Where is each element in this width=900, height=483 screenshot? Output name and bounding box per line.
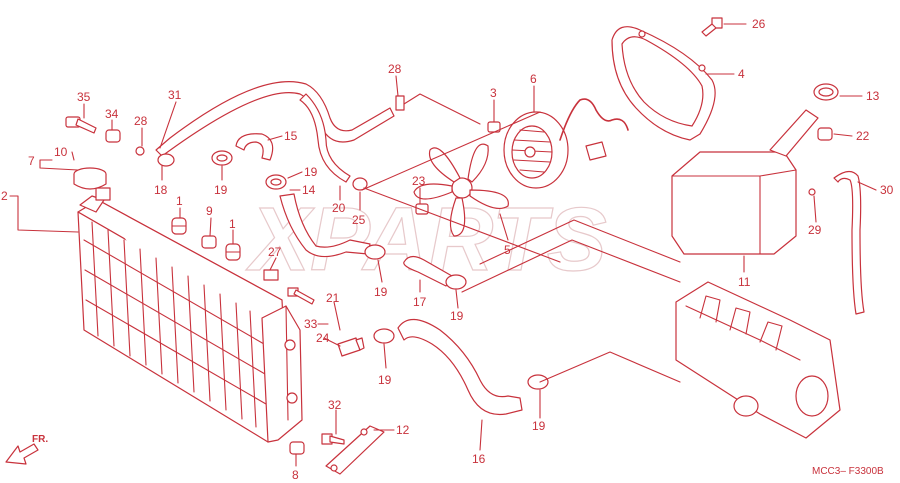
- callout-30: 30: [880, 183, 894, 197]
- reserve-tank-11: [671, 109, 819, 255]
- leader-lines: [9, 23, 877, 467]
- callout-27: 27: [268, 245, 282, 259]
- diagram-code: MCC3– F3300B: [812, 466, 884, 477]
- fan-5: [413, 143, 509, 237]
- callout-5: 5: [504, 243, 511, 257]
- callout-3: 3: [490, 86, 497, 100]
- callout-11: 11: [738, 275, 751, 289]
- washer-27: [263, 269, 279, 281]
- hose-clamp-19a: [211, 150, 233, 166]
- front-direction-label: FR.: [32, 434, 48, 445]
- mount-rubber-1a: [171, 217, 187, 235]
- callout-15: 15: [284, 129, 298, 143]
- callout-9: 9: [206, 204, 213, 218]
- fan-shroud-4: [611, 26, 716, 141]
- collar-9: [201, 235, 217, 249]
- callout-12: 12: [396, 423, 410, 437]
- hose-clamp-19d: [445, 274, 467, 290]
- callout-25: 25: [352, 213, 366, 227]
- clip-28a: [135, 146, 145, 156]
- hose-15: [235, 133, 274, 161]
- callout-29: 29: [808, 223, 822, 237]
- collar-34: [105, 129, 121, 143]
- front-direction-indicator: FR.: [5, 434, 48, 465]
- hose-clamp-19c: [364, 244, 386, 260]
- callout-34: 34: [105, 107, 119, 121]
- callout-1-a: 1: [176, 194, 183, 208]
- fan-motor-6: [503, 111, 569, 189]
- callout-19-b: 19: [304, 165, 318, 179]
- callout-7: 7: [28, 154, 35, 168]
- bolt-26: [701, 17, 723, 37]
- callout-28-upper: 28: [388, 62, 402, 76]
- motor-wire: [559, 98, 629, 141]
- callout-26: 26: [752, 17, 766, 31]
- radiator: [77, 187, 303, 443]
- callout-labels: 35 34 28 31 28 3 6 26 4 13 22 30 10 7 2 …: [1, 17, 894, 482]
- bolt-33: [287, 287, 315, 305]
- hose-clamp-19e: [373, 328, 395, 344]
- callout-19-c: 19: [374, 285, 388, 299]
- callout-18: 18: [154, 183, 168, 197]
- callout-23: 23: [412, 174, 426, 188]
- water-pipe-14: [279, 193, 371, 258]
- overflow-hose-30: [833, 170, 865, 315]
- callout-19-e: 19: [378, 373, 392, 387]
- bolt-35: [65, 116, 97, 134]
- callout-24: 24: [316, 331, 330, 345]
- callout-6: 6: [530, 72, 537, 86]
- callout-1-b: 1: [229, 217, 236, 231]
- wire-connector: [585, 141, 607, 161]
- collar-8: [289, 441, 305, 455]
- clip-25: [352, 177, 368, 191]
- callout-10: 10: [54, 145, 68, 159]
- hose-16: [397, 318, 523, 416]
- bolt-32: [321, 433, 345, 445]
- engine-cylinder: [675, 281, 841, 439]
- radiator-cap: [73, 167, 107, 190]
- hose-clamp-19f: [527, 374, 549, 390]
- callout-14: 14: [302, 183, 316, 197]
- reserve-tank-cap-13: [813, 83, 839, 101]
- overflow-hose-31: [155, 81, 395, 157]
- clip-18: [157, 153, 175, 167]
- nut-23: [415, 203, 429, 215]
- callout-13: 13: [866, 89, 880, 103]
- hose-clamp-19b: [265, 174, 287, 190]
- thermo-switch-24: [337, 337, 365, 357]
- callout-33: 33: [304, 317, 318, 331]
- mount-rubber-1b: [225, 243, 241, 261]
- callout-20: 20: [332, 201, 346, 215]
- clip-29: [808, 188, 816, 196]
- callout-2: 2: [1, 189, 8, 203]
- callout-19-d: 19: [450, 309, 464, 323]
- hose-20: [299, 93, 351, 183]
- callout-28: 28: [134, 114, 148, 128]
- callout-19-a: 19: [214, 183, 228, 197]
- bracket-12: [325, 425, 385, 475]
- callout-16: 16: [472, 452, 486, 466]
- callout-21: 21: [326, 291, 340, 305]
- callout-22: 22: [856, 129, 870, 143]
- callout-17: 17: [413, 295, 427, 309]
- clip-28b: [395, 95, 405, 111]
- callout-19-f: 19: [532, 419, 546, 433]
- callout-35: 35: [77, 90, 91, 104]
- cap-22: [817, 127, 833, 141]
- callout-8: 8: [292, 468, 299, 482]
- callout-31: 31: [168, 88, 182, 102]
- callout-32: 32: [328, 398, 342, 412]
- callout-4: 4: [738, 67, 745, 81]
